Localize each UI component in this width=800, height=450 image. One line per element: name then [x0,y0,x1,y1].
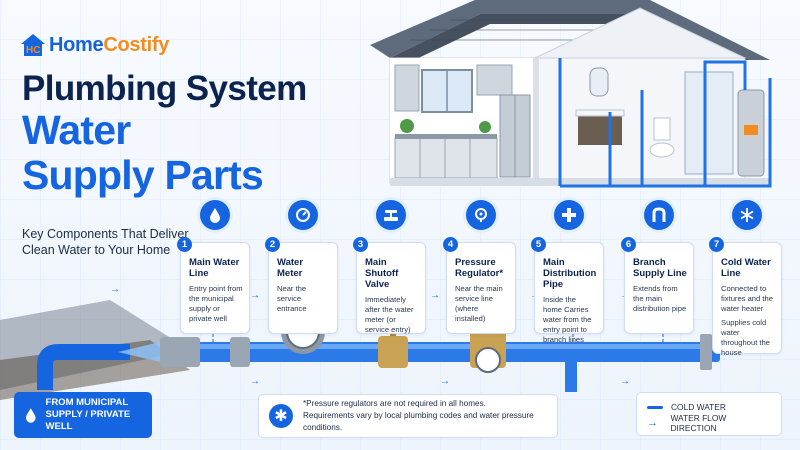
branch-pipe-icon [644,200,674,230]
headline-line2: Water [22,107,131,153]
legend: COLD WATER → WATER FLOW DIRECTION [636,392,782,436]
cold-water-line-swatch [647,405,663,409]
brand-name: HomeCostify [49,33,170,56]
house-logo-icon: HC [21,34,45,56]
legend-flow-direction: → WATER FLOW DIRECTION [647,413,727,433]
house-cutaway-illustration [370,0,772,188]
legend-cold-water: COLD WATER [647,400,771,414]
pipe-junction-icon [554,200,584,230]
component-cards: 1 Main Water Line Entry point from the m… [177,200,782,357]
headline-line3: Supply Parts [22,152,264,198]
meter-icon [288,200,318,230]
svg-text:→: → [250,290,260,301]
valve-icon [376,200,406,230]
headline-line1: Plumbing System [22,69,307,108]
page-headline: Plumbing System Water Supply Parts [22,70,307,198]
component-card-branch-supply-line[interactable]: 6 Branch Supply Line Extends from the ma… [621,237,694,334]
asterisk-icon: ✱ [269,404,293,428]
svg-text:→: → [430,290,440,301]
snowflake-icon [732,200,762,230]
subtitle: Key Components That Deliver Clean Water … [22,227,189,257]
water-drop-icon [200,200,230,230]
svg-text:→: → [440,376,450,387]
water-drop-icon [25,408,36,423]
component-card-water-meter[interactable]: 2 Water Meter Near the service entrance [265,237,338,334]
brand-logo[interactable]: HC HomeCostify [20,33,169,57]
arrow-right-icon: → [647,417,658,429]
pressure-gauge-icon [466,200,496,230]
water-supply-pipe: → → → → → → → → → [0,284,753,400]
component-card-main-distribution-pipe[interactable]: 5 Main Distribution Pipe Inside the home… [531,237,604,344]
footnote-box: ✱ *Pressure regulators are not required … [258,394,558,438]
component-card-main-water-line[interactable]: 1 Main Water Line Entry point from the m… [177,237,250,334]
component-card-pressure-regulator[interactable]: 4 Pressure Regulator* Near the main serv… [443,237,516,334]
svg-text:HC: HC [26,45,40,56]
source-label: FROM MUNICIPAL SUPPLY / PRIVATE WELL [14,392,152,438]
svg-text:→: → [250,376,260,387]
component-card-cold-water-line[interactable]: 7 Cold Water Line Connected to fixtures … [709,237,782,357]
svg-text:→: → [110,284,120,295]
svg-text:→: → [620,376,630,387]
component-card-main-shutoff-valve[interactable]: 3 Main Shutoff Valve Immediately after t… [353,237,426,334]
